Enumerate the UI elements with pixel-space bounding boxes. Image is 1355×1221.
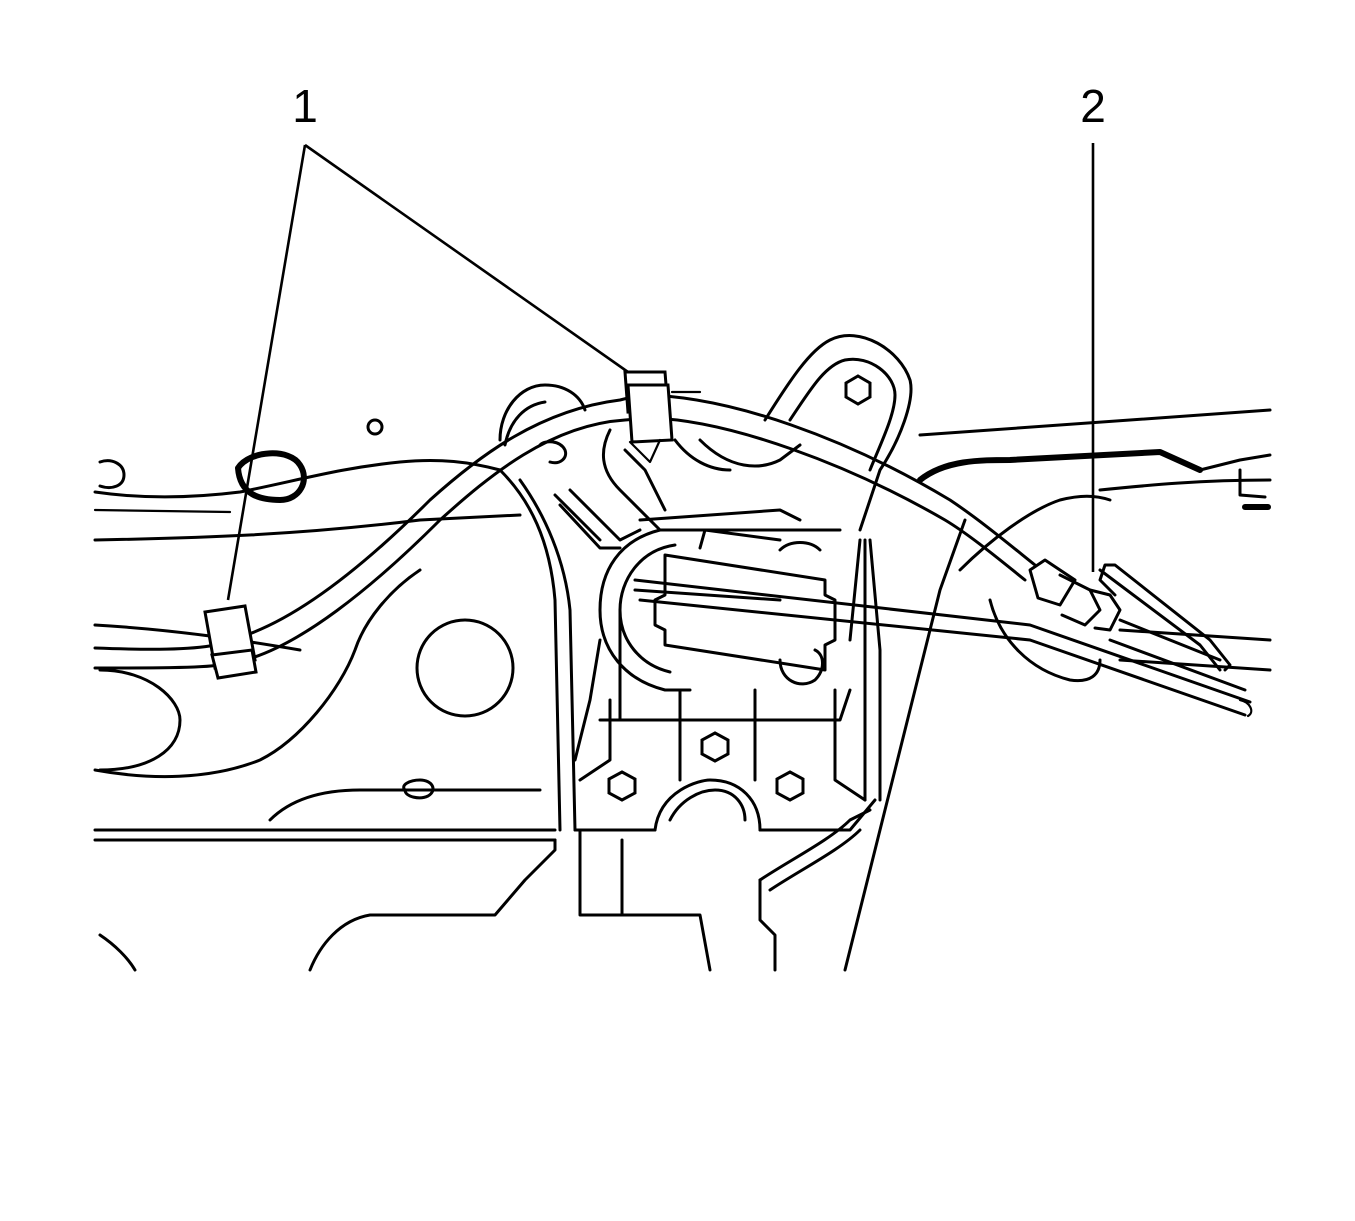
brake-pipe-fitting <box>1028 558 1247 692</box>
callout-leaders <box>226 143 1095 601</box>
leader-line-1b <box>304 143 629 374</box>
bolt-icon <box>844 374 872 406</box>
leader-line-1a <box>226 144 307 601</box>
bolt-icon <box>607 770 637 802</box>
bolt-icon <box>775 770 805 802</box>
clip-icon <box>623 370 702 464</box>
callout-label-1: 1 <box>292 80 318 132</box>
callout-label-2: 2 <box>1080 80 1106 132</box>
fitting-icon <box>1028 558 1077 607</box>
clip-icon <box>203 604 258 680</box>
bolt-icon <box>700 731 730 763</box>
frame-structure <box>93 334 1272 972</box>
pipe-clips <box>203 370 702 680</box>
mount-bolts <box>607 374 872 802</box>
